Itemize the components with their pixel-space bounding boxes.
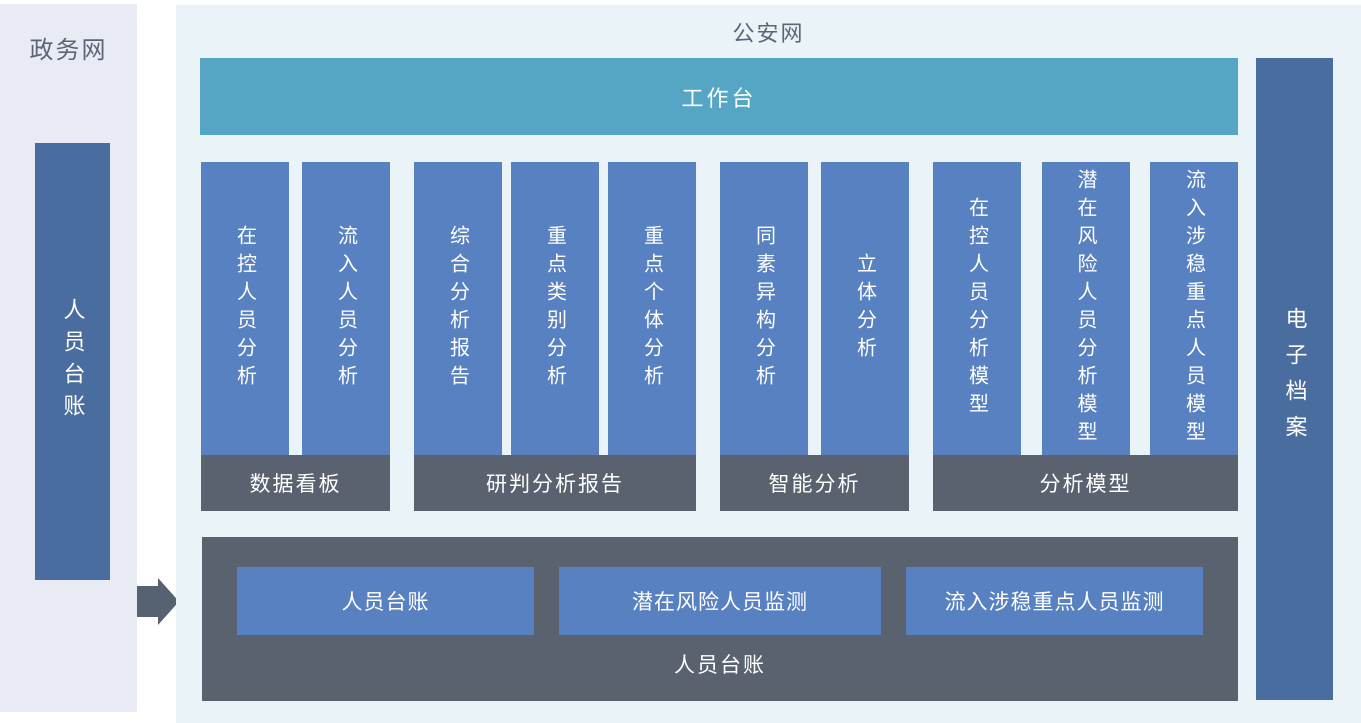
electronic-archive-label: 电子档案 bbox=[1282, 307, 1308, 451]
ledger-item-potential-risk-monitoring: 潜在风险人员监测 bbox=[559, 567, 881, 635]
group-label: 智能分析 bbox=[720, 455, 909, 511]
group-label: 研判分析报告 bbox=[414, 455, 696, 511]
module-column: 综合分析报告 bbox=[414, 162, 502, 455]
group-analysis-models: 在控人员分析模型 潜在风险人员分析模型 流入涉稳重点人员模型 分析模型 bbox=[933, 162, 1238, 511]
module-column-label: 流入涉稳重点人员模型 bbox=[1182, 168, 1205, 449]
group-label: 数据看板 bbox=[201, 455, 390, 511]
group-data-dashboard: 在控人员分析 流入人员分析 数据看板 bbox=[201, 162, 390, 511]
government-network-title: 政务网 bbox=[29, 37, 108, 64]
module-column-label: 在控人员分析 bbox=[233, 224, 256, 393]
ledger-item-personnel-ledger: 人员台账 bbox=[237, 567, 534, 635]
module-column: 流入人员分析 bbox=[302, 162, 390, 455]
module-column: 在控人员分析 bbox=[201, 162, 289, 455]
module-groups: 在控人员分析 流入人员分析 数据看板 综合分析报告 重点类别分析 重点个体分析 … bbox=[201, 162, 1238, 511]
module-column-label: 重点个体分析 bbox=[640, 224, 663, 393]
module-column: 流入涉稳重点人员模型 bbox=[1150, 162, 1238, 455]
ledger-item-inflow-key-person-monitoring: 流入涉稳重点人员监测 bbox=[906, 567, 1203, 635]
group-analysis-report: 综合分析报告 重点类别分析 重点个体分析 研判分析报告 bbox=[414, 162, 696, 511]
module-column-label: 潜在风险人员分析模型 bbox=[1074, 168, 1096, 449]
personnel-ledger-source-bar: 人员台账 bbox=[35, 143, 110, 580]
group-label: 分析模型 bbox=[933, 455, 1238, 511]
group-columns: 同素异构分析 立体分析 bbox=[720, 162, 909, 455]
group-intelligent-analysis: 同素异构分析 立体分析 智能分析 bbox=[720, 162, 909, 511]
group-columns: 综合分析报告 重点类别分析 重点个体分析 bbox=[414, 162, 696, 455]
workbench-bar: 工作台 bbox=[200, 58, 1238, 135]
group-columns: 在控人员分析 流入人员分析 bbox=[201, 162, 390, 455]
module-column-label: 同素异构分析 bbox=[752, 224, 775, 393]
module-column: 在控人员分析模型 bbox=[933, 162, 1021, 455]
personnel-ledger-caption: 人员台账 bbox=[674, 654, 766, 677]
ledger-button-row: 人员台账 潜在风险人员监测 流入涉稳重点人员监测 bbox=[202, 567, 1238, 635]
module-column-label: 流入人员分析 bbox=[334, 224, 357, 393]
personnel-ledger-box: 人员台账 潜在风险人员监测 流入涉稳重点人员监测 人员台账 bbox=[202, 537, 1238, 701]
module-column-label: 在控人员分析模型 bbox=[965, 196, 988, 421]
module-column-label: 重点类别分析 bbox=[543, 224, 566, 393]
module-column-label: 综合分析报告 bbox=[446, 224, 469, 393]
module-column-label: 立体分析 bbox=[853, 252, 876, 365]
module-column: 同素异构分析 bbox=[720, 162, 808, 455]
right-arrow-icon bbox=[137, 578, 179, 625]
module-column: 重点类别分析 bbox=[511, 162, 599, 455]
public-security-network-title: 公安网 bbox=[732, 21, 805, 46]
module-column: 重点个体分析 bbox=[608, 162, 696, 455]
module-column: 潜在风险人员分析模型 bbox=[1041, 162, 1130, 455]
module-column: 立体分析 bbox=[821, 162, 909, 455]
personnel-ledger-source-label: 人员台账 bbox=[60, 297, 86, 426]
group-columns: 在控人员分析模型 潜在风险人员分析模型 流入涉稳重点人员模型 bbox=[933, 162, 1238, 455]
electronic-archive-bar: 电子档案 bbox=[1256, 58, 1333, 700]
